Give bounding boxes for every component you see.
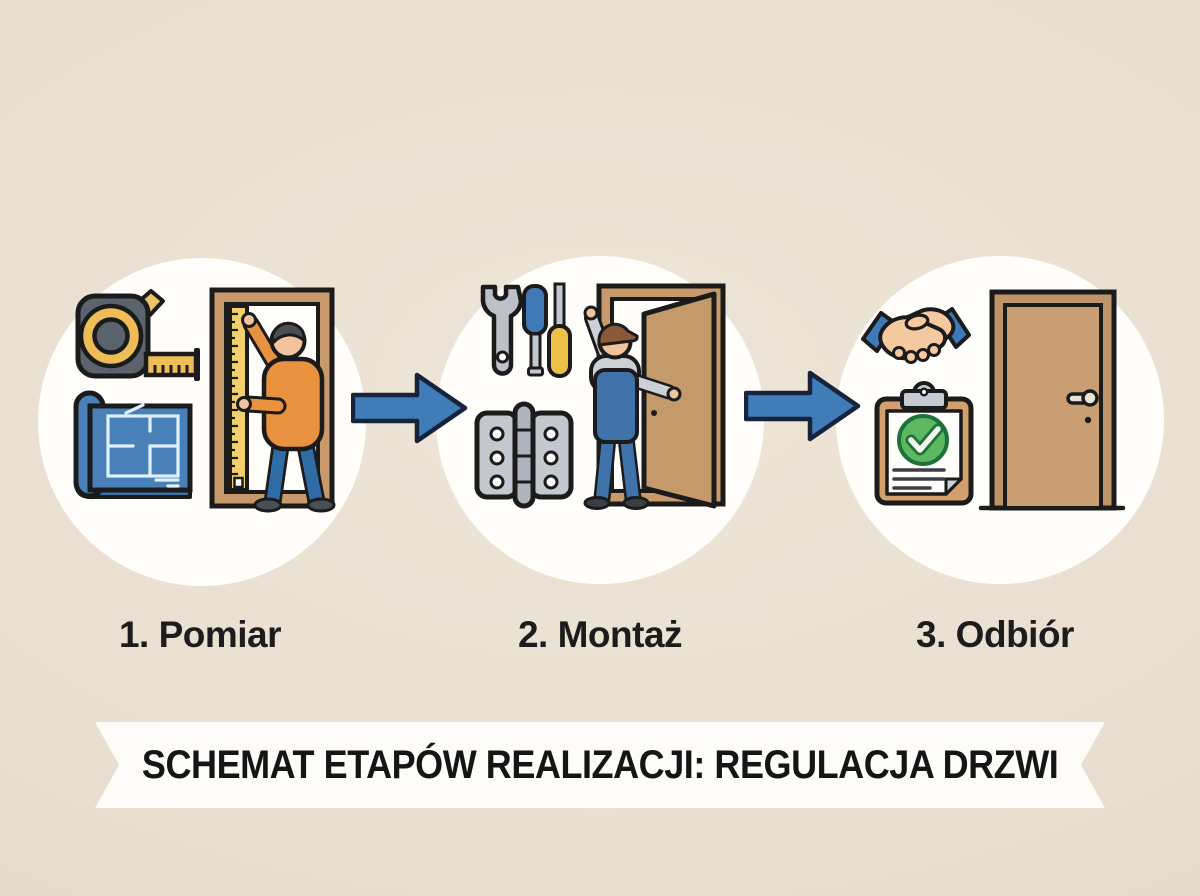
arrow-right-icon	[743, 369, 862, 443]
banner-ribbon: SCHEMAT ETAPÓW REALIZACJI: REGULACJA DRZ…	[95, 722, 1105, 808]
wrench-icon	[480, 284, 524, 376]
hinge-icon	[474, 401, 574, 509]
step-3-circle	[836, 256, 1164, 584]
step-3-label: 3. Odbiór	[916, 614, 1074, 655]
person-measuring-icon	[236, 312, 336, 513]
arrow-right-icon	[350, 371, 469, 445]
installed-door-icon	[596, 283, 726, 509]
check-icon	[897, 414, 949, 466]
handshake-icon	[861, 307, 971, 364]
banner-title: SCHEMAT ETAPÓW REALIZACJI: REGULACJA DRZ…	[141, 742, 1059, 787]
worker-installing-icon	[583, 305, 682, 510]
step-3-illustration	[861, 289, 1126, 511]
floor-plan-lines	[106, 403, 180, 488]
screwdriver-yellow-icon	[547, 282, 572, 378]
blueprint-icon	[73, 390, 193, 500]
screwdriver-blue-icon	[522, 284, 548, 377]
step-1-circle	[38, 258, 366, 586]
step-1-illustration	[73, 287, 336, 513]
step-2-illustration	[474, 282, 726, 510]
finished-door-icon	[978, 289, 1126, 511]
clipboard-checklist-icon	[874, 381, 974, 506]
step-2-circle	[436, 256, 764, 584]
tape-measure-icon	[75, 289, 200, 381]
step-1-label: 1. Pomiar	[118, 614, 282, 655]
step-2-label: 2. Montaż	[517, 614, 683, 655]
